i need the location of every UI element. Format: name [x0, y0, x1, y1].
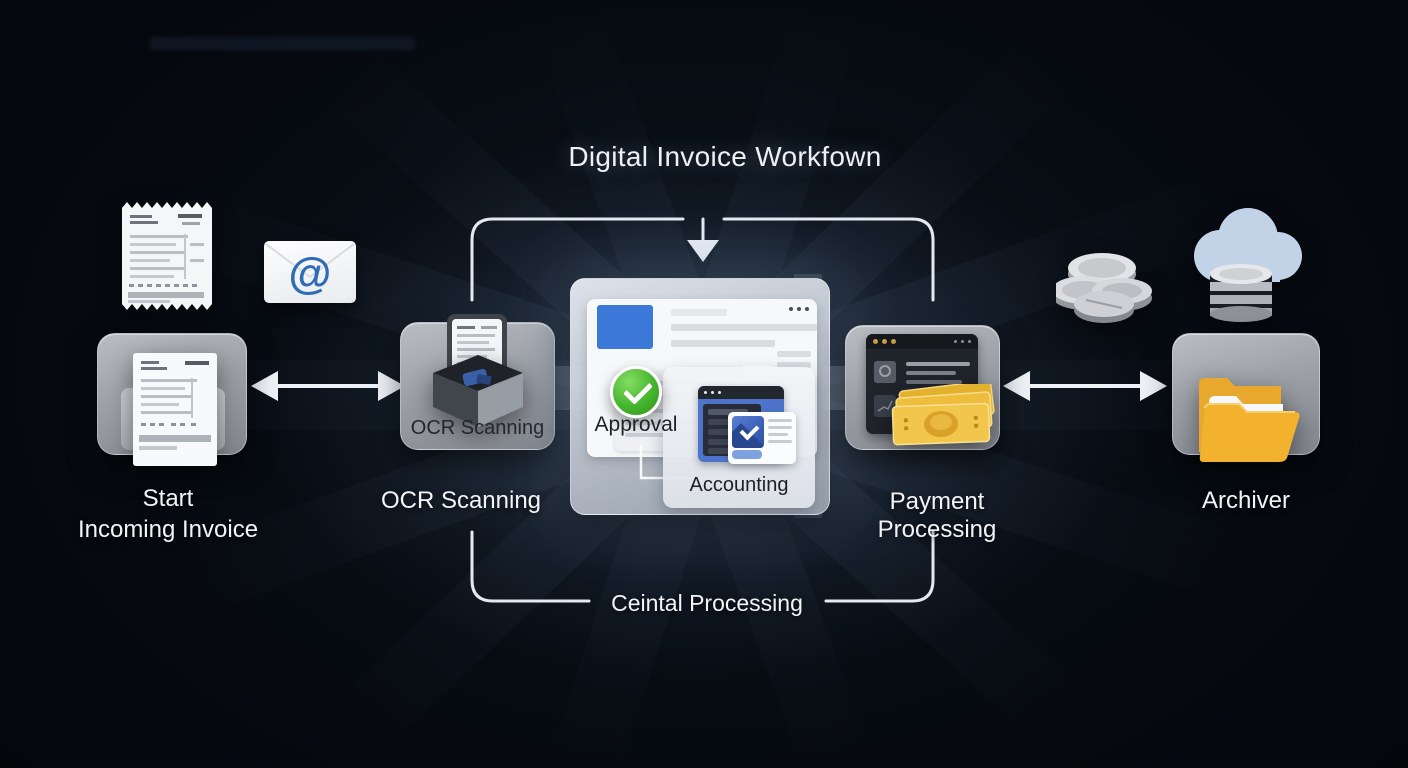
window-header [866, 334, 978, 349]
chart-thumb [874, 395, 896, 417]
start-label-line2: Incoming Invoice [77, 516, 259, 543]
faint-illegible-watermark [150, 37, 415, 50]
receipt-icon [122, 202, 212, 310]
banknotes-icon [891, 384, 995, 446]
start-label-line1: Start [142, 485, 194, 512]
node-payment-processing [845, 325, 1000, 450]
ocr-box-label: OCR Scanning [410, 417, 545, 439]
invoice-inbox-icon [133, 353, 217, 466]
central-processing-panel: Approval Accounting [570, 278, 830, 515]
approval-label: Approval [594, 413, 678, 436]
window-dots-icon [704, 391, 721, 394]
page-title: Digital Invoice Workfown [568, 141, 882, 172]
verified-entry-card [728, 412, 796, 464]
down-arrow-icon [687, 240, 719, 262]
accounting-label: Accounting [689, 474, 789, 496]
window-dots-icon [873, 339, 896, 344]
blue-check-tile-icon [732, 416, 764, 448]
folder-icon [1199, 378, 1300, 462]
at-symbol: @ [288, 249, 332, 298]
node-ocr-scanning: OCR Scanning [400, 314, 555, 450]
email-at-icon: @ [264, 241, 356, 303]
menu-dots-icon [789, 307, 809, 311]
action-pill [732, 450, 762, 459]
menu-dots-icon [954, 340, 971, 343]
coins-icon [1056, 253, 1152, 323]
ocr-scanner-box-icon [433, 355, 523, 427]
central-processing-caption: Ceintal Processing [611, 590, 803, 616]
node-archiver [1172, 333, 1320, 462]
ocr-caption: OCR Scanning [380, 487, 542, 514]
blue-logo-square [597, 305, 653, 349]
double-arrow-right-icon [1003, 371, 1167, 401]
window-header [698, 386, 784, 399]
cloud-database-icon [1194, 208, 1302, 322]
double-arrow-left-icon [251, 371, 405, 401]
archiver-caption: Archiver [1201, 487, 1291, 514]
start-label: Start Incoming Invoice [38, 483, 298, 545]
payment-caption: Payment Processing [877, 488, 997, 543]
node-start [97, 333, 247, 466]
green-check-icon [610, 366, 662, 418]
avatar-thumb [874, 361, 896, 383]
accounting-group: Accounting [663, 367, 815, 508]
